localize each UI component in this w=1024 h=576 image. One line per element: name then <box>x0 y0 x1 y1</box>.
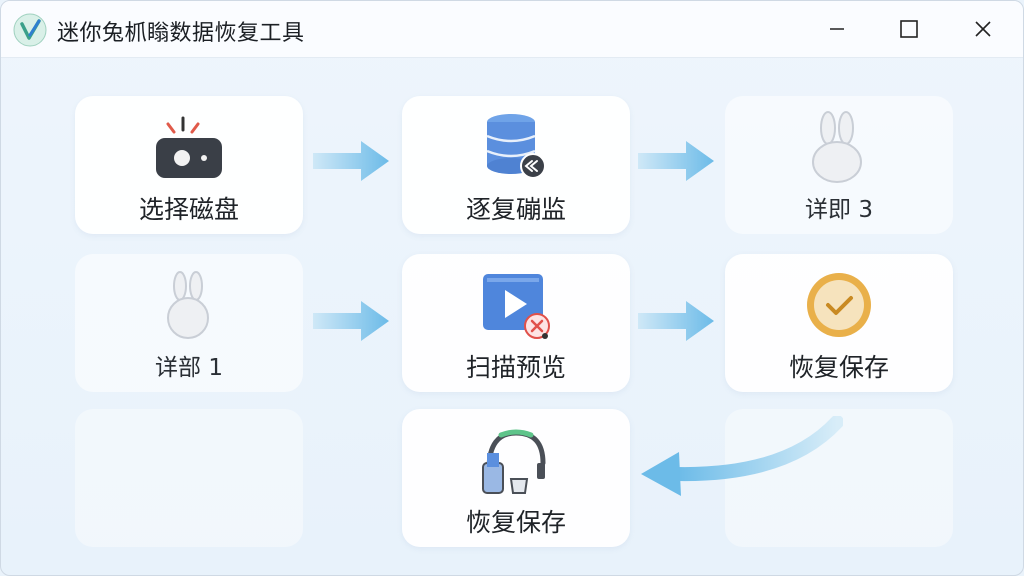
app-logo-icon <box>13 13 47 47</box>
check-medal-icon <box>807 273 871 337</box>
disk-drive-icon <box>156 116 222 178</box>
database-icon <box>486 114 546 179</box>
bunny-icon <box>812 111 862 183</box>
step-label: 详部 1 <box>155 355 223 381</box>
step-label: 恢复保存 <box>788 353 889 382</box>
arrow-right-icon <box>313 301 389 341</box>
step-card-recover-save[interactable]: 恢复保存 <box>725 254 953 392</box>
arrow-right-icon <box>313 141 389 181</box>
headphones-icon <box>482 429 546 494</box>
close-icon <box>975 21 991 37</box>
bunny-icon <box>167 271 209 339</box>
minimize-button[interactable] <box>815 9 859 49</box>
maximize-icon <box>900 20 918 38</box>
close-button[interactable] <box>961 9 1005 49</box>
step-card-recover-save-2[interactable]: 恢复保存 <box>402 409 630 547</box>
step-card-scan-preview[interactable]: 扫描预览 <box>402 254 630 392</box>
window-title: 迷你兔枛瞈数据恢复工具 <box>57 21 305 46</box>
title-bar: 迷你兔枛瞈数据恢复工具 <box>1 1 1023 58</box>
step-card-scan[interactable]: 逐复磞监 <box>402 96 630 234</box>
step-label: 详即 3 <box>805 197 873 223</box>
empty-card <box>75 409 303 547</box>
maximize-button[interactable] <box>887 9 931 49</box>
step-label: 逐复磞监 <box>465 195 566 224</box>
step-card-detail-1[interactable]: 详部 1 <box>75 254 303 392</box>
arrow-right-icon <box>638 301 714 341</box>
minimize-icon <box>830 28 844 30</box>
step-label: 恢复保存 <box>465 508 566 537</box>
step-card-select-disk[interactable]: 选择磁盘 <box>75 96 303 234</box>
video-preview-icon <box>483 274 550 339</box>
curved-arrow-icon <box>641 416 843 496</box>
step-card-detail-3[interactable]: 详即 3 <box>725 96 953 234</box>
empty-card <box>725 409 953 547</box>
arrow-right-icon <box>638 141 714 181</box>
step-label: 选择磁盘 <box>138 195 239 224</box>
step-label: 扫描预览 <box>465 353 566 382</box>
